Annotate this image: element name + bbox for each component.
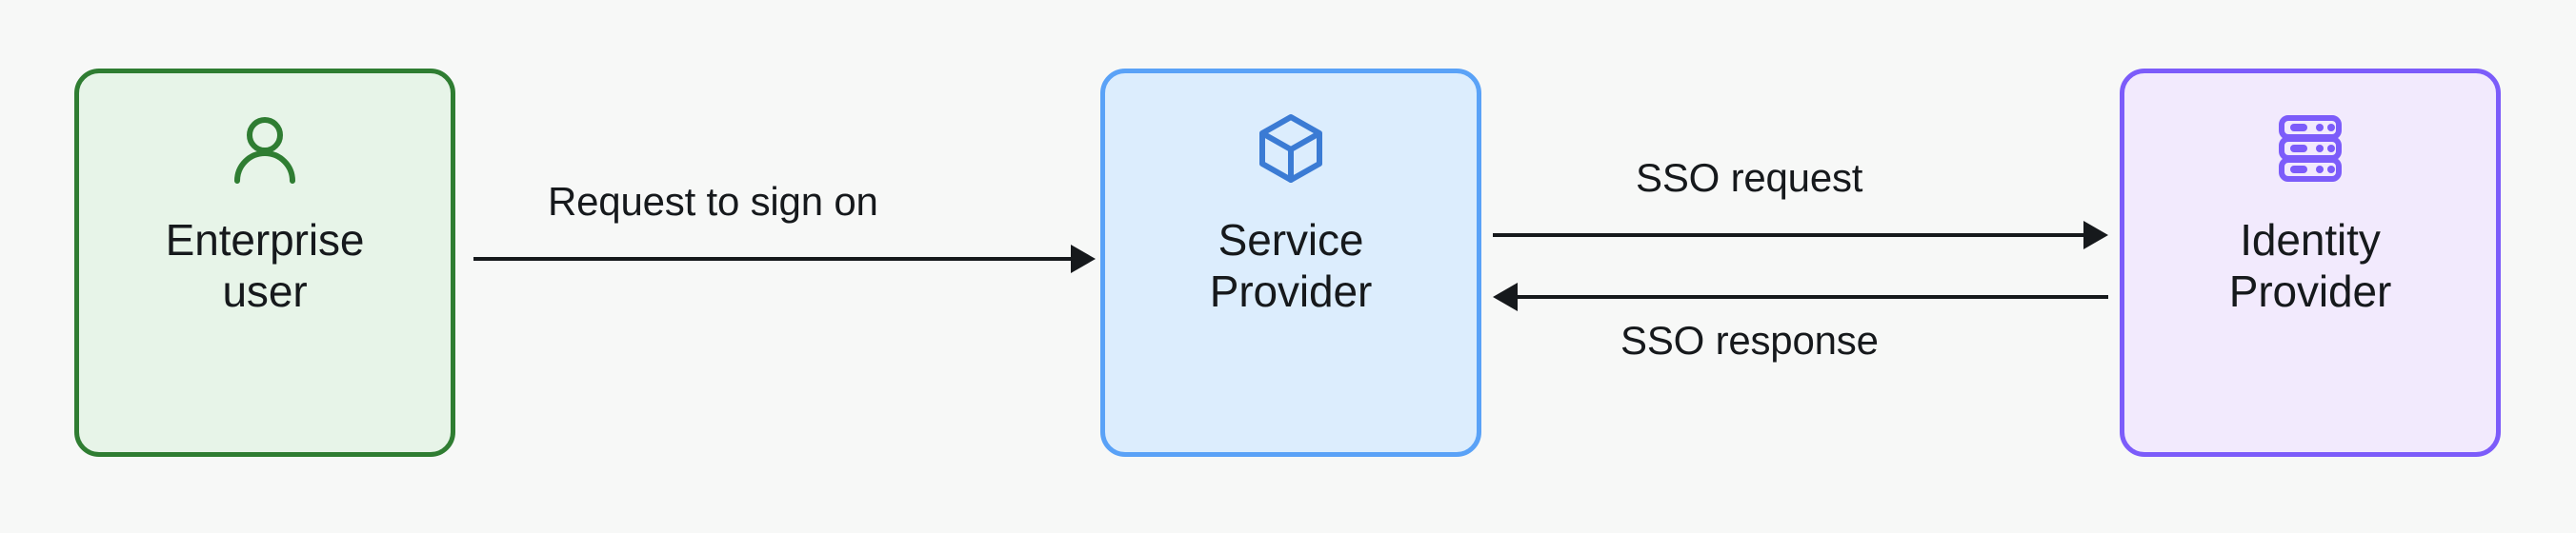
user-icon [227,108,303,189]
edge-line [473,257,1076,261]
arrowhead-right-icon [1071,245,1096,273]
edge-label-sso-request: SSO request [1636,155,1863,200]
edge-line [1513,295,2108,299]
cube-icon [1253,108,1329,189]
edge-label-sso-response: SSO response [1620,318,1879,363]
node-enterprise-user[interactable]: Enterprise user [74,69,455,457]
node-label-identity-provider: Identity Provider [2228,215,2392,317]
node-label-enterprise-user: Enterprise user [165,215,365,317]
node-service-provider[interactable]: Service Provider [1100,69,1481,457]
arrowhead-left-icon [1493,283,1518,311]
edge-label-request-to-sign-on: Request to sign on [548,179,878,224]
arrowhead-right-icon [2083,221,2108,249]
server-rack-icon [2272,108,2348,189]
node-label-service-provider: Service Provider [1209,215,1373,317]
edge-line [1493,233,2088,237]
node-identity-provider[interactable]: Identity Provider [2120,69,2501,457]
